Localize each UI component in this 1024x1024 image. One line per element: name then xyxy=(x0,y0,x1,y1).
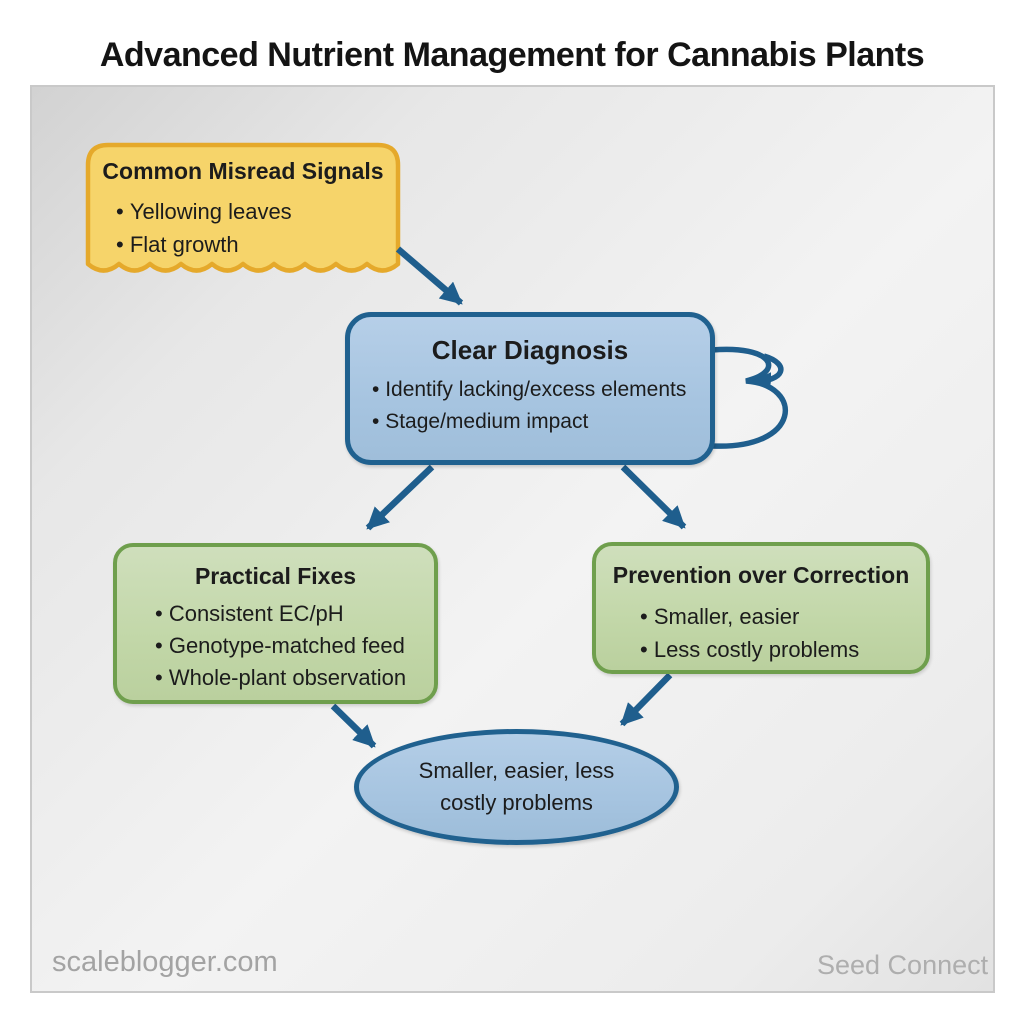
node-title: Clear Diagnosis xyxy=(431,335,629,365)
bullet-list: Yellowing leaves Flat growth xyxy=(116,195,398,261)
watermark-scaleblogger: scaleblogger.com xyxy=(52,946,278,978)
bullet-item: Whole-plant observation xyxy=(155,662,434,694)
watermark-seed-connect: Seed Connect xyxy=(817,950,989,980)
bullet-item: Stage/medium impact xyxy=(372,406,710,438)
bullet-item: Identify lacking/excess elements xyxy=(372,374,710,406)
node-title: Prevention over Correction xyxy=(612,562,910,588)
bullet-item: Flat growth xyxy=(116,228,398,261)
node-title: Practical Fixes xyxy=(194,563,357,589)
node-practical-fixes: Practical Fixes Consistent EC/pH Genotyp… xyxy=(113,543,438,704)
node-common-misread-signals: Common Misread Signals Yellowing leaves … xyxy=(88,158,398,261)
bullet-item: Consistent EC/pH xyxy=(155,598,434,630)
bullet-item: Genotype-matched feed xyxy=(155,630,434,662)
bullet-list: Smaller, easier Less costly problems xyxy=(640,600,859,666)
bullet-list: Consistent EC/pH Genotype-matched feed W… xyxy=(155,598,434,694)
node-prevention-over-correction: Prevention over Correction Smaller, easi… xyxy=(592,542,930,674)
bullet-item: Smaller, easier xyxy=(640,600,859,633)
bullet-item: Less costly problems xyxy=(640,633,859,666)
node-clear-diagnosis: Clear Diagnosis Identify lacking/excess … xyxy=(345,312,715,465)
node-outcome-ellipse: Smaller, easier, less costly problems xyxy=(354,729,679,845)
outcome-text: Smaller, easier, less costly problems xyxy=(418,758,615,815)
bullet-item: Yellowing leaves xyxy=(116,195,398,228)
page-title: Advanced Nutrient Management for Cannabi… xyxy=(99,36,925,74)
node-title: Common Misread Signals xyxy=(102,158,384,184)
bullet-list: Identify lacking/excess elements Stage/m… xyxy=(372,374,710,438)
